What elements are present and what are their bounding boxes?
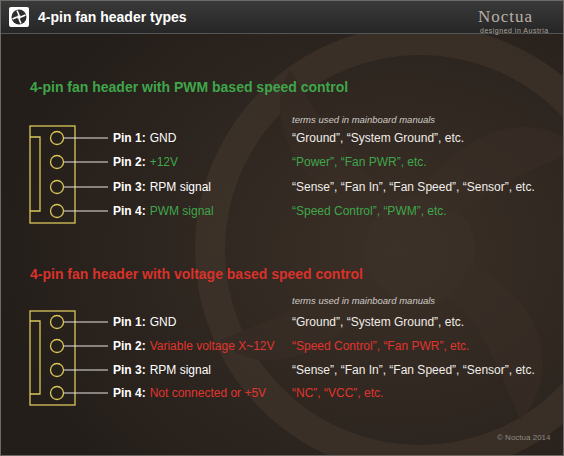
manual-terms: “Speed Control”, “PWM”, etc. [292,205,447,217]
pin-signal: Variable voltage X~12V [150,340,275,352]
leader-line [64,393,108,394]
header-rule [0,33,564,34]
pin-signal: GND [150,316,177,328]
pin-signal: Not connected or +5V [150,387,266,399]
pin-number: Pin 3: [113,364,146,376]
manual-terms: “Sense”, “Fan In”, “Fan Speed”, “Sensor”… [292,364,535,376]
leader-line [64,211,108,212]
leader-line [64,322,108,323]
pin-signal: RPM signal [150,364,211,376]
pin-circle [51,316,64,329]
pin-number: Pin 2: [113,340,146,352]
header-icon [9,7,29,27]
manual-terms: “Ground”, “System Ground”, etc. [292,132,464,144]
header-outline [30,126,75,223]
leader-line [64,138,108,139]
section-heading: 4-pin fan header with PWM based speed co… [30,80,348,94]
manual-terms: “NC”, “VCC”, etc. [292,387,383,399]
manual-terms: “Power”, “Fan PWR”, etc. [292,156,427,168]
leader-line [64,187,108,188]
header-bar [0,0,564,33]
column-note: terms used in mainboard manuals [292,296,435,306]
leader-lines [64,138,108,393]
pin-circle [51,387,64,400]
header-key [30,137,40,211]
pin-number: Pin 1: [113,132,146,144]
manual-terms: “Speed Control”, “Fan PWR”, etc. [292,340,469,352]
pin-signal: PWM signal [150,205,214,217]
header-key [30,321,40,394]
pin-signal: RPM signal [150,181,211,193]
manual-terms: “Ground”, “System Ground”, etc. [292,316,464,328]
pin-circle [51,205,64,218]
pin-circle [51,181,64,194]
pin-number: Pin 4: [113,387,146,399]
header-outline [30,311,75,405]
pin-number: Pin 4: [113,205,146,217]
logo-tagline: designed in Austria [480,27,549,34]
fan-header-symbol [30,126,75,223]
copyright: © Noctua 2014 [497,434,550,442]
icon-fan [12,10,27,25]
fan-header-symbol [30,311,75,405]
pin-number: Pin 1: [113,316,146,328]
pin-circle [51,132,64,145]
leader-line [64,370,108,371]
icon-hub [17,15,21,19]
icon-frame [9,7,29,27]
pin-signal: GND [150,132,177,144]
icon-blades [13,11,26,24]
leader-line [64,162,108,163]
column-note: terms used in mainboard manuals [292,115,435,125]
pin-circle [51,156,64,169]
leader-line [64,346,108,347]
pin-circle [51,340,64,353]
section-heading: 4-pin fan header with voltage based spee… [30,267,363,281]
pin-circle [51,364,64,377]
page-title: 4-pin fan header types [38,10,187,24]
pin-number: Pin 2: [113,156,146,168]
pin-number: Pin 3: [113,181,146,193]
manual-terms: “Sense”, “Fan In”, “Fan Speed”, “Sensor”… [292,181,535,193]
pin-signal: +12V [150,156,178,168]
logo-text: Noctua [478,8,533,25]
